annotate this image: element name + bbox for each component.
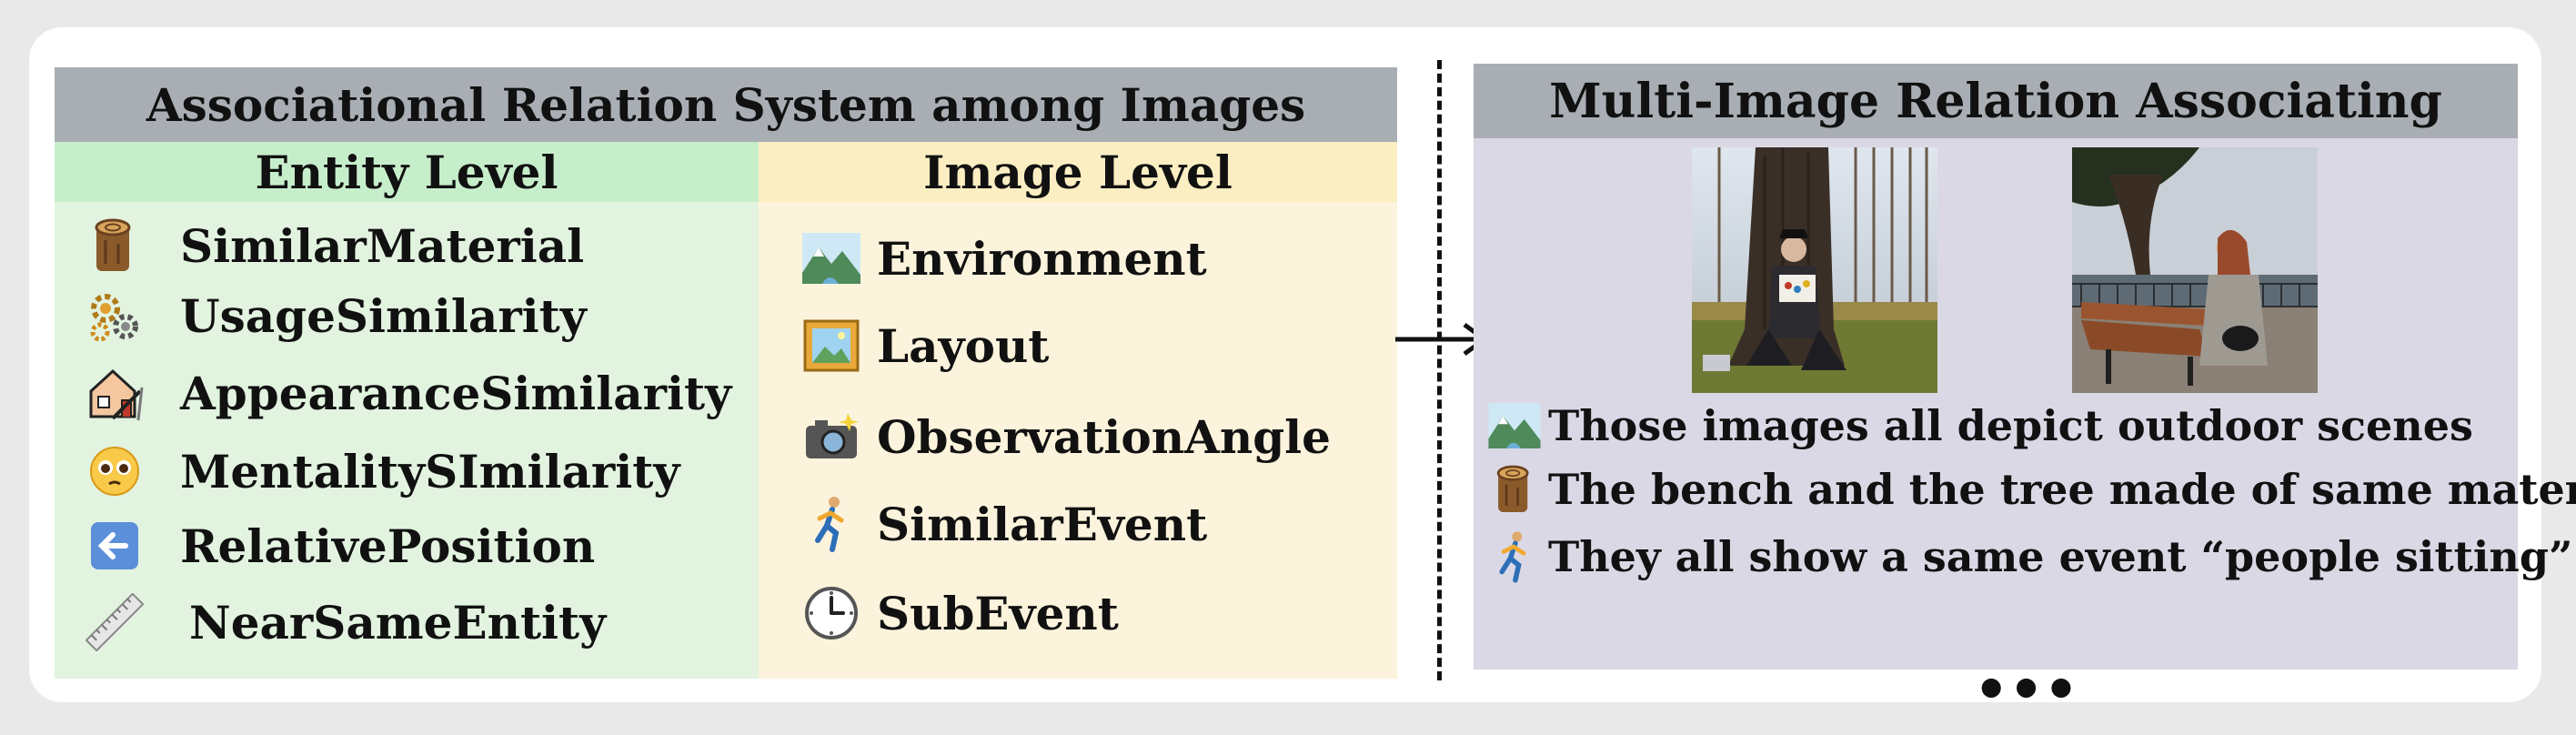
- runner-icon: [1488, 528, 1541, 586]
- entity-item-near-same-entity: NearSameEntity: [86, 593, 606, 651]
- entity-item-appearance-similarity: AppearanceSimilarity: [86, 364, 731, 422]
- ruler-icon: [86, 593, 144, 651]
- clock-icon: [802, 584, 860, 642]
- relation-system-panel: Associational Relation System among Imag…: [55, 67, 1397, 679]
- entity-item-label: UsageSimilarity: [180, 288, 587, 343]
- ellipsis: •••: [1974, 659, 2079, 722]
- image-item-sub-event: SubEvent: [802, 584, 1119, 642]
- sentence-text: Those images all depict outdoor scenes: [1548, 401, 2473, 450]
- image-item-label: Environment: [877, 231, 1207, 286]
- image-item-label: Layout: [877, 318, 1050, 373]
- image-item-layout: Layout: [802, 317, 1049, 375]
- image-level-heading: Image Level: [759, 142, 1397, 202]
- multi-image-body: Those images all depict outdoor scenes T…: [1474, 138, 2576, 718]
- entity-item-similar-material: SimilarMaterial: [86, 216, 584, 275]
- photo-woman-on-bench: [2072, 147, 2318, 393]
- entity-item-label: MentalitySImilarity: [180, 444, 680, 498]
- sentence-text: They all show a same event “people sitti…: [1548, 532, 2573, 581]
- gears-icon: [86, 287, 144, 345]
- house-design-icon: [86, 364, 144, 422]
- relation-system-title: Associational Relation System among Imag…: [55, 67, 1397, 142]
- entity-item-label: RelativePosition: [180, 519, 596, 573]
- landscape-icon: [1488, 397, 1541, 455]
- landscape-icon: [802, 229, 860, 287]
- multi-image-panel: Multi-Image Relation Associating: [1474, 64, 2576, 718]
- wood-log-icon: [86, 216, 144, 275]
- entity-item-usage-similarity: UsageSimilarity: [86, 287, 587, 345]
- description-sentence: They all show a same event “people sitti…: [1488, 528, 2572, 586]
- multi-image-title: Multi-Image Relation Associating: [1474, 64, 2518, 138]
- runner-icon: [802, 495, 860, 553]
- image-level-list: Environment Layout ObservationAngle Simi…: [759, 202, 1397, 679]
- framed-picture-icon: [802, 317, 860, 375]
- wood-log-icon: [1488, 460, 1541, 519]
- dashed-divider: [1437, 60, 1442, 680]
- entity-item-label: AppearanceSimilarity: [180, 366, 732, 420]
- image-item-label: SubEvent: [877, 586, 1119, 640]
- entity-level-heading: Entity Level: [55, 142, 759, 202]
- image-item-similar-event: SimilarEvent: [802, 495, 1207, 553]
- image-item-environment: Environment: [802, 229, 1207, 287]
- sentence-text: The bench and the tree made of same mate…: [1548, 465, 2576, 514]
- entity-level-list: SimilarMaterial UsageSimilarity Appearan…: [55, 202, 759, 679]
- entity-item-mentality-similarity: MentalitySImilarity: [86, 442, 679, 500]
- image-item-label: ObservationAngle: [877, 409, 1331, 464]
- camera-flash-icon: [802, 408, 860, 466]
- entity-item-label: NearSameEntity: [189, 595, 607, 649]
- pleading-face-icon: [86, 442, 144, 500]
- image-item-label: SimilarEvent: [877, 497, 1208, 551]
- left-arrow-icon: [86, 517, 144, 575]
- image-item-observation-angle: ObservationAngle: [802, 408, 1331, 466]
- description-sentence: The bench and the tree made of same mate…: [1488, 460, 2576, 519]
- entity-item-label: SimilarMaterial: [180, 218, 585, 273]
- entity-item-relative-position: RelativePosition: [86, 517, 595, 575]
- photo-person-under-tree: [1692, 147, 1937, 393]
- description-sentence: Those images all depict outdoor scenes: [1488, 397, 2473, 455]
